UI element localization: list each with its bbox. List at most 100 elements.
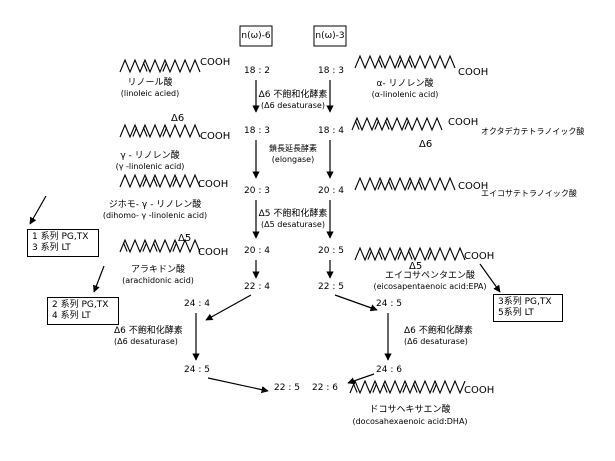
cooh-dihomo: COOH xyxy=(198,179,229,190)
box1-line1: 1 系列 PG,TX xyxy=(32,232,89,242)
glinolenic-name-jp: γ - リノレン酸 xyxy=(120,151,180,161)
double-bond-arachidonic-4 xyxy=(142,242,148,252)
cooh-dha: COOH xyxy=(464,385,495,396)
arrow-to-box1 xyxy=(29,195,47,225)
double-bond-octadeca-7 xyxy=(384,120,390,130)
cooh-epa: COOH xyxy=(464,251,495,262)
double-bond-arachidonic-7 xyxy=(152,242,158,252)
epa-name-en: (eicosapentaenoic acid:EPA) xyxy=(373,282,487,291)
arrow-24-5-to-22-5 xyxy=(207,377,269,394)
arrow-22-5-to-24-5 xyxy=(334,294,378,312)
ratio-24-5-n6: 24 : 5 xyxy=(184,365,210,375)
delta5-mark-epa: Δ5 xyxy=(409,261,423,272)
enzyme-d6b-jp: Δ6 不飽和化酵素 xyxy=(114,326,183,336)
chain-linoleic xyxy=(119,58,201,74)
chain-epa xyxy=(354,246,466,262)
ratio-18-3-n6: 18 : 3 xyxy=(244,126,270,136)
linoleic-name-jp: リノール酸 xyxy=(127,78,173,88)
double-bond-dha-1 xyxy=(352,383,358,393)
enzyme-d6-en: (Δ6 desaturase) xyxy=(261,101,325,110)
box3-line1: 3系列 PG,TX xyxy=(498,297,552,307)
ratio-24-5-n3: 24 : 5 xyxy=(376,299,402,309)
enzyme-d5-jp: Δ5 不飽和化酵素 xyxy=(258,209,328,219)
enzyme-d6-jp: Δ6 不飽和化酵素 xyxy=(258,90,328,100)
double-bond-dihomo-10 xyxy=(172,177,178,187)
double-bond-eicosatetra-10 xyxy=(407,180,413,190)
double-bond-glinolenic-5 xyxy=(142,127,148,137)
cooh-linoleic: COOH xyxy=(200,57,231,68)
double-bond-epa-5 xyxy=(377,250,383,260)
linoleic-name-en: (linoleic acied) xyxy=(120,89,180,98)
dihomo-name-en: (dihomo- γ -linolenic acid) xyxy=(102,211,208,220)
double-bond-arachidonic-1 xyxy=(122,242,128,252)
ratio-24-6: 24 : 6 xyxy=(376,365,402,375)
arrow-22-4-to-24-4 xyxy=(205,294,252,321)
cooh-alinolenic: COOH xyxy=(458,67,489,78)
arrow-24-6-to-22-6 xyxy=(347,373,375,385)
double-bond-dihomo-4 xyxy=(142,177,148,187)
alinolenic-name-en: (α-linolenic acid) xyxy=(371,90,439,99)
enzyme-d6b-en: (Δ6 desaturase) xyxy=(114,337,178,346)
double-bond-eicosatetra-13 xyxy=(417,180,423,190)
double-bond-dha-10 xyxy=(402,383,408,393)
chain-octadeca xyxy=(351,116,443,132)
chain-eicosatetra xyxy=(354,176,456,192)
enzyme-elongase-en: (elongase) xyxy=(271,155,315,164)
dha-name-en: (docosahexaenoic acid:DHA) xyxy=(352,417,468,426)
ratio-22-5-n3: 22 : 5 xyxy=(318,282,344,292)
enzyme-d6c-jp: Δ6 不飽和化酵素 xyxy=(404,326,473,336)
double-bond-octadeca-10 xyxy=(404,120,410,130)
double-bond-glinolenic-8 xyxy=(162,127,168,137)
glinolenic-name-en: (γ -linolenic acid) xyxy=(115,162,185,171)
ratio-20-4-n3: 20 : 4 xyxy=(318,186,344,196)
n3-header: n(ω)-3 xyxy=(315,31,345,41)
cooh-arachidonic: COOH xyxy=(198,247,229,258)
ratio-22-4: 22 : 4 xyxy=(244,282,270,292)
box2-line1: 2 系列 PG,TX xyxy=(52,300,109,310)
double-bond-linoleic-5 xyxy=(142,62,148,72)
double-bond-octadeca-4 xyxy=(374,120,380,130)
enzyme-d5-en: (Δ5 desaturase) xyxy=(261,220,325,229)
double-bond-alinolenic-11 xyxy=(407,58,413,68)
n6-header-box xyxy=(239,25,273,47)
delta6-mark-glinolenic: Δ6 xyxy=(171,113,185,124)
double-bond-epa-14 xyxy=(427,250,433,260)
double-bond-eicosatetra-4 xyxy=(377,180,383,190)
chain-dihomo xyxy=(119,173,201,189)
eicosanoid-box-series3: 3系列 PG,TX 5系列 LT xyxy=(493,294,563,322)
eicosatetra-name-jp: エイコサテトラノイック酸 xyxy=(481,189,577,198)
double-bond-dha-7 xyxy=(382,383,388,393)
chain-arachidonic xyxy=(119,238,201,254)
skeletal-chains xyxy=(119,54,466,395)
epa-name-jp: エイコサペンタエン酸 xyxy=(384,271,475,281)
double-bond-epa-2 xyxy=(367,250,373,260)
double-bond-linoleic-8 xyxy=(162,62,168,72)
arachidonic-name-jp: アラキドン酸 xyxy=(130,265,185,275)
delta5-mark-arachidonic: Δ5 xyxy=(178,233,192,244)
double-bond-dha-4 xyxy=(372,383,378,393)
chain-dha xyxy=(349,379,466,395)
dihomo-name-jp: ジホモ- γ - リノレン酸 xyxy=(108,200,202,210)
double-bond-alinolenic-8 xyxy=(397,58,403,68)
enzyme-d6c-en: (Δ6 desaturase) xyxy=(404,337,468,346)
double-bond-octadeca-1 xyxy=(354,120,360,130)
double-bond-epa-8 xyxy=(397,250,403,260)
arachidonic-name-en: (arachidonic acid) xyxy=(122,276,194,285)
double-bond-alinolenic-5 xyxy=(377,58,383,68)
chain-alinolenic xyxy=(354,54,456,70)
double-bond-dha-13 xyxy=(412,383,418,393)
cooh-glinolenic: COOH xyxy=(200,131,231,142)
ratio-24-4: 24 : 4 xyxy=(184,299,210,309)
double-bond-arachidonic-10 xyxy=(172,242,178,252)
ratio-18-3-n3: 18 : 3 xyxy=(318,66,344,76)
ratio-18-2: 18 : 2 xyxy=(244,66,270,76)
double-bond-epa-11 xyxy=(407,250,413,260)
double-bond-dha-16 xyxy=(432,383,438,393)
octadeca-name-jp: オクタデカテトラノイック酸 xyxy=(481,127,585,136)
cooh-eicosatetra: COOH xyxy=(458,181,489,192)
box1-line2: 3 系列 LT xyxy=(32,243,71,253)
double-bond-dihomo-7 xyxy=(152,177,158,187)
eicosanoid-box-series2: 2 系列 PG,TX 4 系列 LT xyxy=(47,297,119,325)
